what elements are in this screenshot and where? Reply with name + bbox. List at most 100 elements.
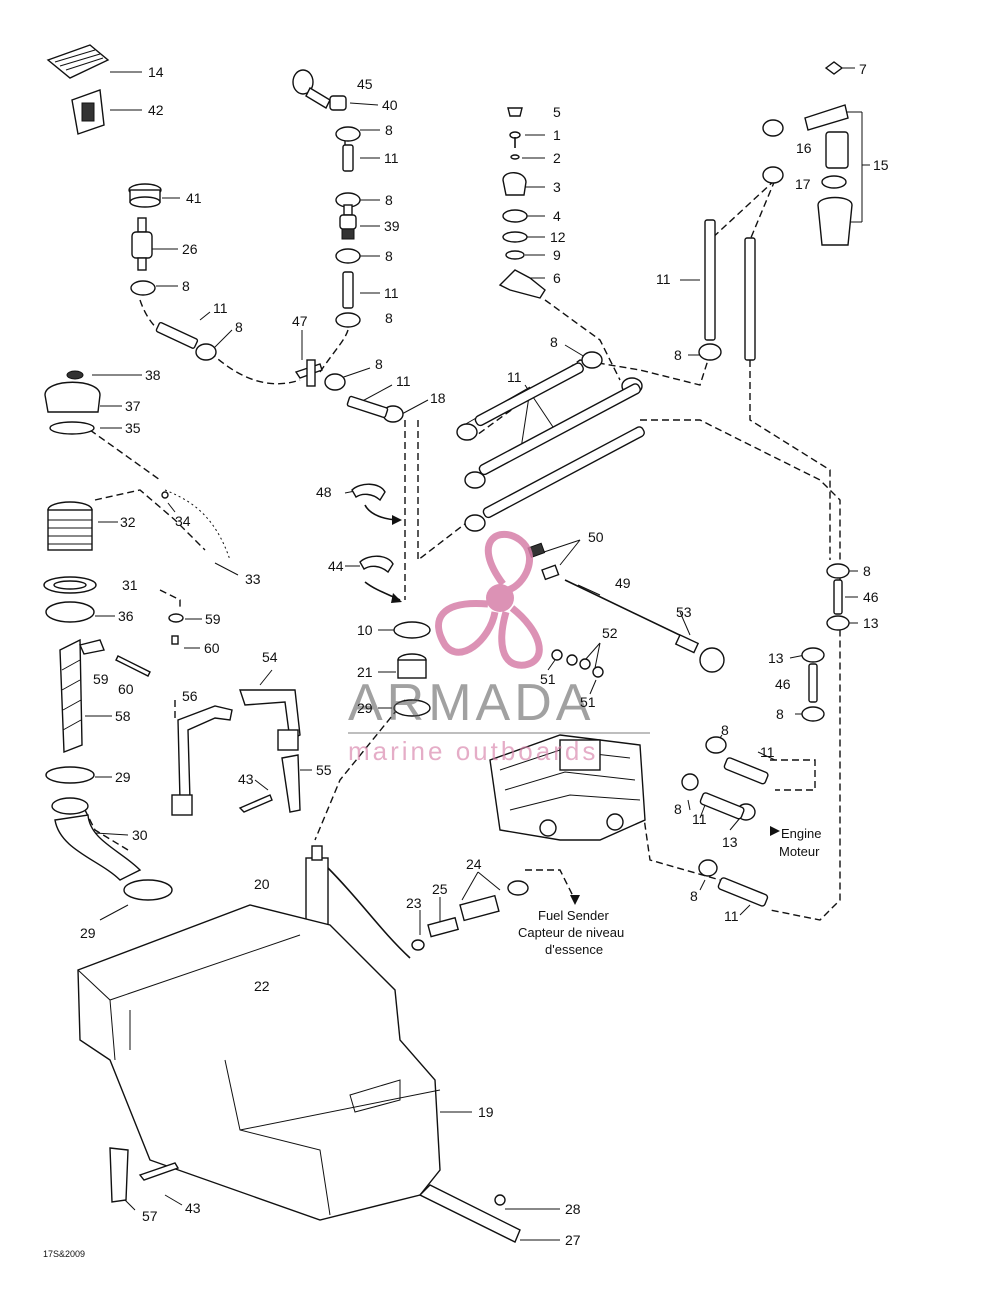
callout: 24 xyxy=(466,856,482,872)
callout: 49 xyxy=(615,575,631,591)
callout: 8 xyxy=(674,801,682,817)
part-31-36-rings xyxy=(43,576,97,623)
callout: 32 xyxy=(120,514,136,530)
callout: 9 xyxy=(553,247,561,263)
callout: 60 xyxy=(118,681,134,697)
part-39-inline-filter xyxy=(339,204,357,240)
callout: 21 xyxy=(357,664,373,680)
part-43-55-mount xyxy=(238,754,301,813)
callout: 55 xyxy=(316,762,332,778)
callout: 35 xyxy=(125,420,141,436)
watermark-subtitle: marine outboards xyxy=(348,736,598,766)
part-49-53-choke-rod xyxy=(527,542,725,673)
callout: 8 xyxy=(721,722,729,738)
part-48-44-clips xyxy=(351,483,394,574)
callout: 44 xyxy=(328,558,344,574)
part-32-filler-neck xyxy=(47,501,93,551)
callout: 60 xyxy=(204,640,220,656)
callout: 15 xyxy=(873,157,889,173)
callout: 38 xyxy=(145,367,161,383)
callout: 45 xyxy=(357,76,373,92)
part-58-strainer xyxy=(59,638,105,754)
callout: 39 xyxy=(384,218,400,234)
callout: 8 xyxy=(674,347,682,363)
callout: 11 xyxy=(507,369,522,385)
fuel-sender-label-fr-2: d'essence xyxy=(545,942,603,957)
callout: 13 xyxy=(863,615,879,631)
part-30-filler-hose xyxy=(45,766,173,901)
callout: 3 xyxy=(553,179,561,195)
callout: 8 xyxy=(385,310,393,326)
callout: 8 xyxy=(385,248,393,264)
callout: 12 xyxy=(550,229,566,245)
part-46-fittings xyxy=(808,579,843,703)
callout: 5 xyxy=(553,104,561,120)
part-37-filler-cap xyxy=(44,370,101,435)
callout: 43 xyxy=(185,1200,201,1216)
callout: 25 xyxy=(432,881,448,897)
callout: 30 xyxy=(132,827,148,843)
callout: 27 xyxy=(565,1232,581,1248)
callout: 13 xyxy=(768,650,784,666)
watermark: ARMADA marine outboards xyxy=(348,530,650,766)
callout: 53 xyxy=(676,604,692,620)
hoses xyxy=(155,144,769,907)
callout: 8 xyxy=(235,319,243,335)
fuel-sender-label-fr: Capteur de niveau xyxy=(518,925,624,940)
callout: 11 xyxy=(760,744,775,760)
callout: 29 xyxy=(80,925,96,941)
callout: 37 xyxy=(125,398,141,414)
part-45-40-fitting xyxy=(292,69,347,111)
callout: 8 xyxy=(863,563,871,579)
callout: 8 xyxy=(375,356,383,372)
callout: 52 xyxy=(602,625,618,641)
callout: 8 xyxy=(690,888,698,904)
callout: 46 xyxy=(863,589,879,605)
callout: 26 xyxy=(182,241,198,257)
callout: 8 xyxy=(776,706,784,722)
callout: 11 xyxy=(213,300,228,316)
callout: 19 xyxy=(478,1104,494,1120)
callout: 2 xyxy=(553,150,561,166)
callout: 8 xyxy=(182,278,190,294)
part-21-grommet xyxy=(393,621,431,717)
part-14-strip xyxy=(46,44,110,79)
callout: 11 xyxy=(656,271,671,287)
callout: 54 xyxy=(262,649,278,665)
part-26-check-valve xyxy=(131,217,153,271)
leader-lines xyxy=(85,67,870,1241)
callout: 29 xyxy=(115,769,131,785)
carburetor-assembly xyxy=(489,734,646,841)
callout: 10 xyxy=(357,622,373,638)
callout: 59 xyxy=(205,611,221,627)
part-15-filter-canister xyxy=(804,61,853,246)
callout: 48 xyxy=(316,484,332,500)
callout: 22 xyxy=(254,978,270,994)
callout: 34 xyxy=(175,513,191,529)
part-27-hold-down-strap xyxy=(418,1184,521,1243)
part-33-tether-chain xyxy=(161,489,231,561)
callout: 41 xyxy=(186,190,202,206)
callout: 57 xyxy=(142,1208,158,1224)
callout: 31 xyxy=(122,577,138,593)
callout: 58 xyxy=(115,708,131,724)
flow-arrows xyxy=(364,504,780,905)
callout: 29 xyxy=(357,700,373,716)
callout: 43 xyxy=(238,771,254,787)
callout: 46 xyxy=(775,676,791,692)
callout: 51 xyxy=(580,694,596,710)
part-47-tee xyxy=(294,359,323,387)
watermark-brand: ARMADA xyxy=(348,674,594,732)
callout: 14 xyxy=(148,64,164,80)
figure-code: 17S&2009 xyxy=(43,1249,85,1259)
callout: 16 xyxy=(796,140,812,156)
callout: 42 xyxy=(148,102,164,118)
part-41-grommet xyxy=(128,183,162,208)
callout: 6 xyxy=(553,270,561,286)
callout: 8 xyxy=(550,334,558,350)
callout: 28 xyxy=(565,1201,581,1217)
callout: 47 xyxy=(292,313,308,329)
callout: 7 xyxy=(859,61,867,77)
